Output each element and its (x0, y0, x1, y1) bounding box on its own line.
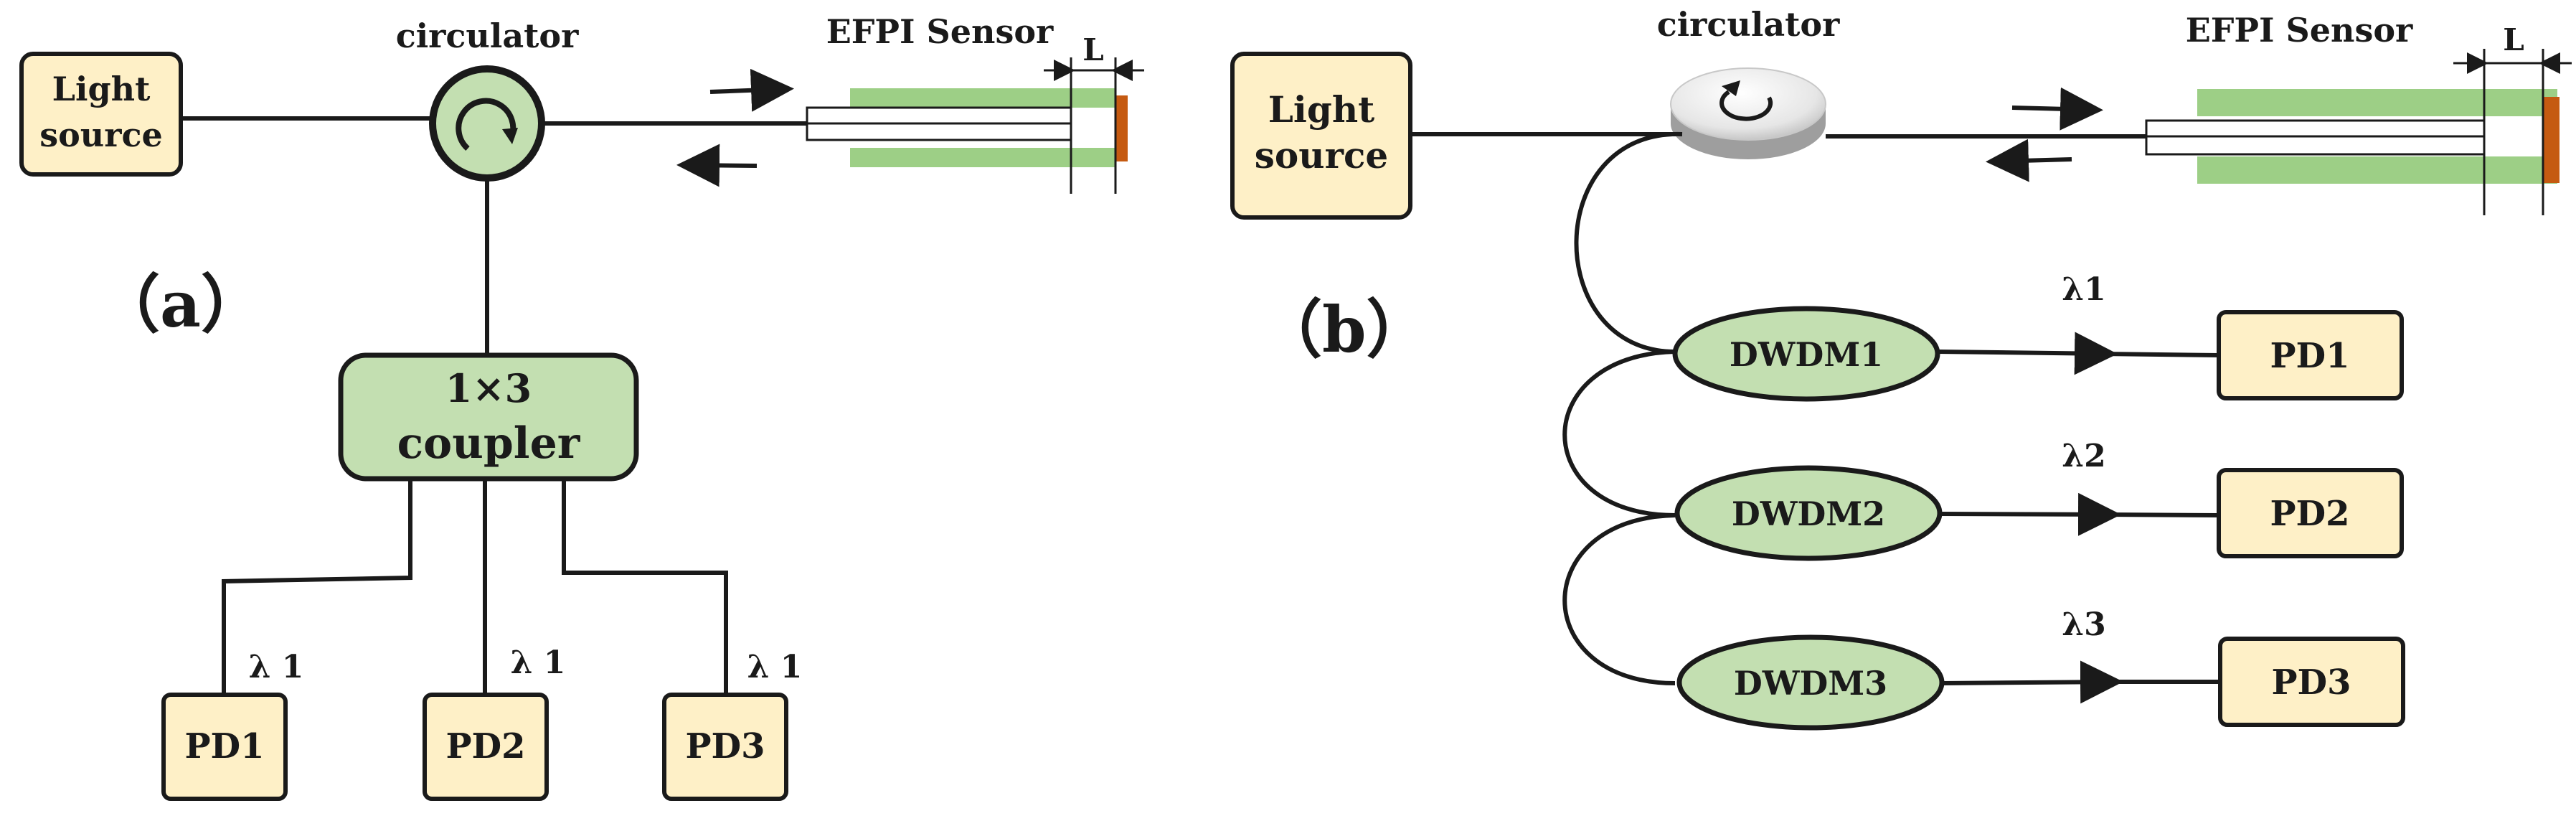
panel-a-pd2: PD2 (423, 693, 549, 801)
fiber-coupler-to-pd3 (562, 479, 728, 695)
cavity-length-label: L (2503, 22, 2524, 57)
coupler-label-line1: 1×3 (445, 365, 532, 411)
arrow-left-icon (676, 144, 758, 187)
wavelength-label-1: λ 1 (249, 649, 304, 685)
panel-a: （a） Light source circulator EFPI Sensor (19, 12, 1144, 801)
wavelength-label-1: λ1 (2062, 271, 2105, 308)
circular-arrow-icon (1719, 80, 1773, 121)
dwdm2-label: DWDM2 (1732, 494, 1885, 533)
arrow-right-icon (1939, 492, 2121, 536)
fiber-circulator-to-dwdm1 (1574, 131, 1683, 354)
pd3-label: PD3 (2271, 662, 2351, 703)
panel-b-pd1: PD1 (2217, 310, 2404, 400)
fiber-dwdm2-to-dwdm3 (1562, 513, 1676, 685)
panel-b-pd3: PD3 (2218, 637, 2405, 727)
panel-b-circulator: circulator (1657, 5, 1840, 159)
panel-b-dwdm2: DWDM2 (1674, 465, 1943, 561)
fiber-coupler-to-pd1 (222, 479, 412, 695)
sensor-label: EFPI Sensor (826, 12, 1054, 51)
light-source-label-line1: Light (1268, 88, 1375, 131)
wavelength-label-3: λ 1 (747, 649, 803, 685)
panel-a-efpi-sensor: EFPI Sensor L (806, 12, 1144, 194)
panel-b-light-source: Light source (1230, 52, 1412, 220)
cavity-length-label: L (1082, 32, 1104, 67)
fiber-dwdm1-to-pd1 (2101, 352, 2219, 357)
panel-a-label: （a） (97, 267, 264, 342)
wavelength-label-2: λ2 (2062, 438, 2105, 474)
pd2-label: PD2 (445, 726, 525, 766)
panel-a-light-source: Light source (19, 52, 183, 177)
arrow-right-icon (709, 68, 794, 112)
panel-b-label: （b） (1259, 292, 1430, 367)
panel-b-dwdm3: DWDM3 (1676, 634, 1945, 731)
arrow-right-icon (2011, 87, 2103, 131)
panel-a-pd3: PD3 (662, 693, 788, 801)
panel-b: （b） Light source circulator EFPI Sensor (1230, 5, 2572, 731)
arrow-right-icon (1937, 332, 2118, 375)
arrow-left-icon (1986, 139, 2072, 182)
sensor-label: EFPI Sensor (2186, 11, 2413, 50)
dwdm1-label: DWDM1 (1730, 335, 1883, 374)
dwdm3-label: DWDM3 (1734, 664, 1887, 703)
panel-a-circulator: circulator (396, 17, 579, 182)
light-source-label-line1: Light (52, 70, 151, 108)
coupler-label-line2: coupler (397, 418, 581, 469)
wavelength-label-2: λ 1 (511, 644, 566, 681)
panel-b-efpi-sensor: EFPI Sensor L (2145, 11, 2572, 215)
panel-a-pd1: PD1 (161, 693, 288, 801)
pd3-label: PD3 (685, 726, 765, 766)
light-source-label-line2: source (39, 116, 163, 154)
circular-arrow-icon (456, 98, 518, 151)
arrow-right-icon (1941, 660, 2123, 704)
circulator-label: circulator (1657, 5, 1840, 44)
panel-b-dwdm1: DWDM1 (1672, 306, 1940, 402)
circulator-label: circulator (396, 17, 579, 55)
wavelength-label-3: λ3 (2062, 606, 2105, 643)
panel-a-coupler: 1×3 coupler (338, 352, 639, 482)
light-source-label-line2: source (1255, 134, 1388, 177)
fiber-dwdm1-to-dwdm2 (1562, 350, 1676, 517)
pd1-label: PD1 (2270, 336, 2349, 376)
pd2-label: PD2 (2270, 494, 2349, 534)
panel-b-pd2: PD2 (2217, 468, 2404, 558)
pd1-label: PD1 (184, 726, 264, 766)
